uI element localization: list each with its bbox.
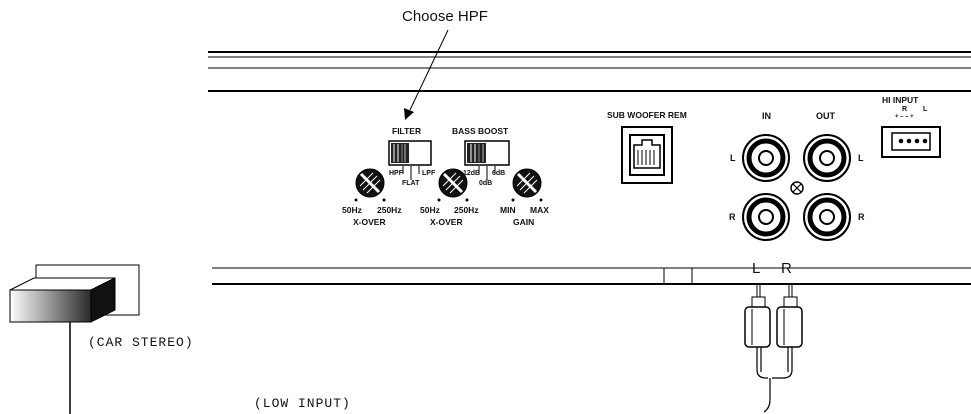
filter-hpf-label: HPF	[389, 170, 403, 177]
bass-boost-0db-label: 0dB	[479, 180, 493, 187]
sub-woofer-rem-jack[interactable]	[621, 126, 673, 184]
rca-in-left[interactable]	[742, 134, 790, 182]
knob3-max-label: MAX	[530, 205, 549, 215]
rca-in-l-label: L	[730, 153, 736, 163]
hi-input-connector[interactable]	[881, 126, 941, 158]
car-stereo-unit	[9, 264, 140, 414]
knob1-min-label: 50Hz	[342, 205, 362, 215]
hi-input-title: HI INPUT	[882, 95, 919, 105]
filter-lpf-label: LPF	[422, 170, 436, 177]
x-over-knob-1[interactable]	[354, 168, 386, 202]
car-stereo-label: (CAR STEREO)	[88, 335, 194, 350]
cable-l-label: L	[752, 260, 761, 277]
rca-out-label: OUT	[816, 111, 835, 121]
bass-boost-switch[interactable]	[464, 140, 510, 180]
rca-out-right[interactable]	[803, 193, 851, 241]
bass-boost-12db-label: 12dB	[463, 170, 481, 177]
cable-r-label: R	[781, 260, 792, 277]
filter-title: FILTER	[392, 126, 422, 136]
rca-in-right[interactable]	[742, 193, 790, 241]
rca-cable	[744, 284, 803, 413]
hi-input-l-label: L	[923, 106, 928, 113]
bass-boost-6db-label: 6dB	[492, 170, 506, 177]
low-input-label: (LOW INPUT)	[254, 396, 351, 411]
callout-label: Choose HPF	[402, 8, 488, 25]
x-over-knob-2[interactable]	[437, 168, 469, 202]
bass-boost-title: BASS BOOST	[452, 126, 509, 136]
rca-in-r-label: R	[729, 212, 736, 222]
knob3-label: GAIN	[513, 217, 535, 227]
rca-out-r-label: R	[858, 212, 865, 222]
filter-flat-label: FLAT	[402, 180, 420, 187]
bottom-panel-edge	[212, 267, 971, 285]
ground-screw-icon	[790, 181, 804, 195]
rca-in-label: IN	[762, 111, 771, 121]
gain-knob[interactable]	[511, 168, 543, 202]
knob1-max-label: 250Hz	[377, 205, 402, 215]
knob2-label: X-OVER	[430, 217, 463, 227]
knob2-min-label: 50Hz	[420, 205, 440, 215]
callout-arrow	[404, 29, 449, 120]
rca-out-l-label: L	[858, 153, 864, 163]
knob2-max-label: 250Hz	[454, 205, 479, 215]
rca-out-left[interactable]	[803, 134, 851, 182]
sub-woofer-rem-label: SUB WOOFER REM	[607, 110, 687, 120]
knob1-label: X-OVER	[353, 217, 386, 227]
hi-input-r-label: R	[902, 106, 908, 113]
top-panel-edge	[208, 51, 971, 92]
hi-input-polarity: + – – +	[895, 114, 914, 120]
knob3-min-label: MIN	[500, 205, 516, 215]
filter-switch[interactable]	[388, 140, 432, 180]
